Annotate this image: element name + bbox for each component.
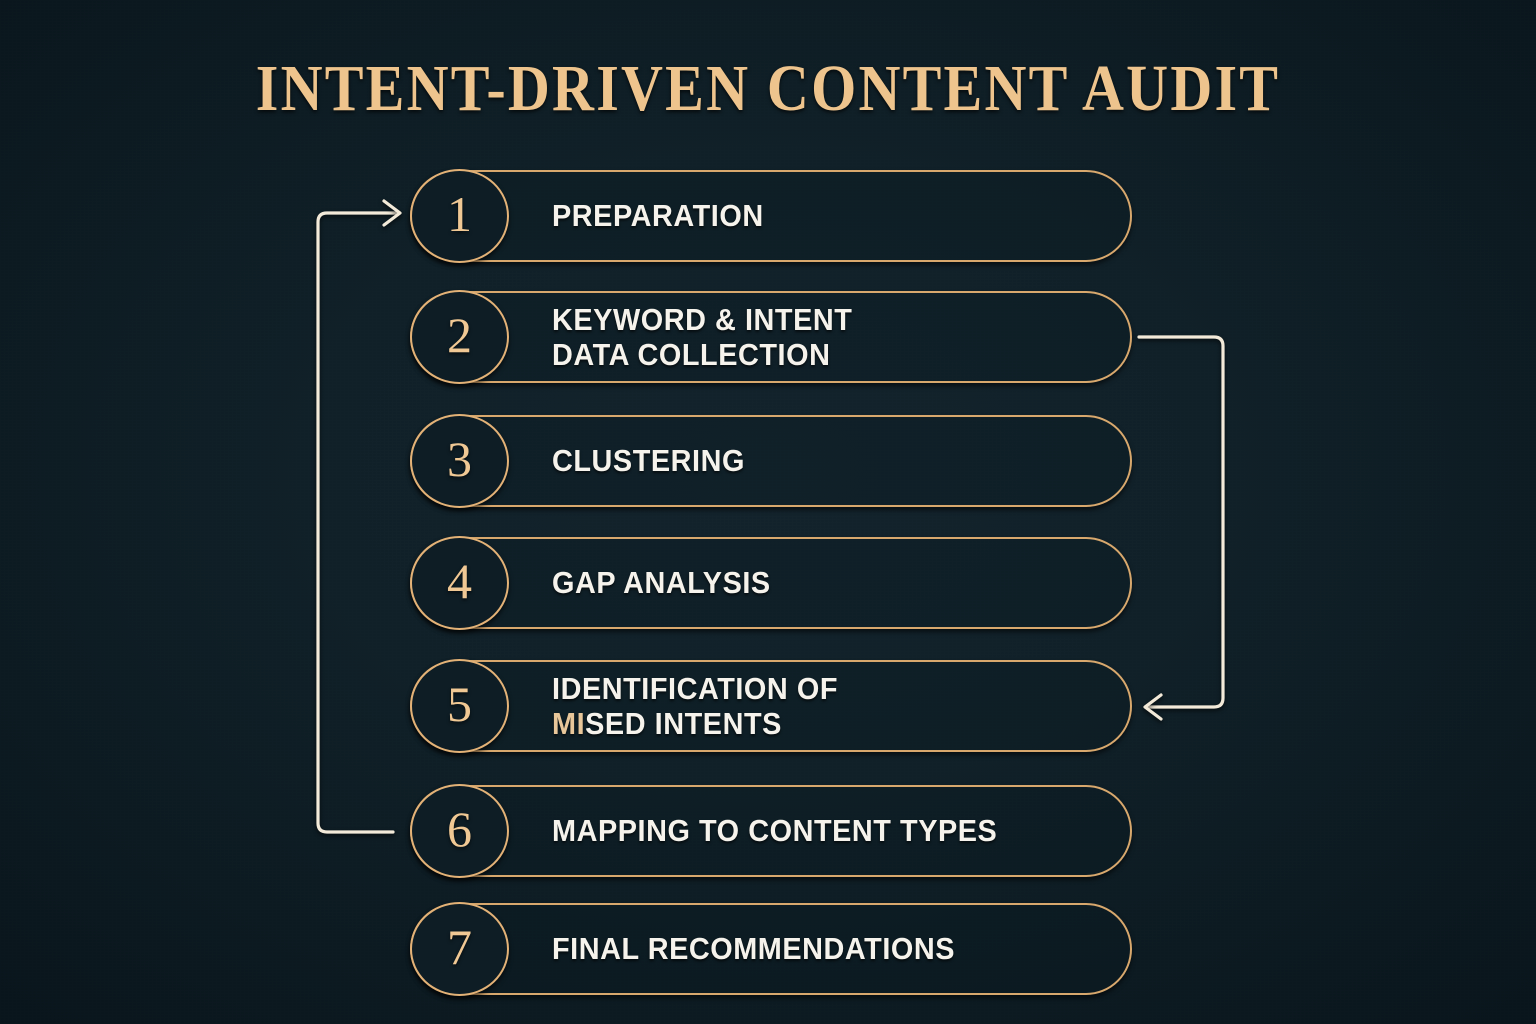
step-pill — [410, 415, 1132, 507]
step-number-circle: 5 — [410, 659, 509, 753]
step-label-line2-tinted: MI — [552, 706, 586, 741]
step-pill — [410, 785, 1132, 877]
step-label: KEYWORD & INTENT DATA COLLECTION — [552, 291, 852, 383]
step-number: 7 — [447, 919, 472, 975]
step-number-circle: 4 — [410, 536, 509, 630]
step-number-circle: 3 — [410, 414, 509, 508]
step-row-2[interactable]: 2 KEYWORD & INTENT DATA COLLECTION — [410, 290, 1132, 384]
step-label: MAPPING TO CONTENT TYPES — [552, 785, 997, 877]
step-number-circle: 1 — [410, 169, 509, 263]
page-title: INTENT-DRIVEN CONTENT AUDIT — [255, 52, 1281, 125]
step-label-line1: FINAL RECOMMENDATIONS — [552, 931, 956, 967]
step-pill — [410, 291, 1132, 383]
step-number-circle: 6 — [410, 784, 509, 878]
step-label-line1: IDENTIFICATION OF — [552, 670, 839, 706]
step-pill — [410, 903, 1132, 995]
step-number: 1 — [447, 186, 472, 242]
step-row-6[interactable]: 6 MAPPING TO CONTENT TYPES — [410, 784, 1132, 878]
step-label-line2-rest: SED INTENTS — [585, 706, 782, 741]
step-number: 2 — [447, 307, 472, 363]
step-label: CLUSTERING — [552, 415, 745, 507]
step-row-4[interactable]: 4 GAP ANALYSIS — [410, 536, 1132, 630]
step-number: 5 — [447, 676, 472, 732]
step-label-line1: GAP ANALYSIS — [552, 565, 771, 601]
step-number-circle: 7 — [410, 902, 509, 996]
step-number: 4 — [447, 553, 472, 609]
connector-step6-to-step1 — [316, 211, 399, 834]
arrowhead-into-step1 — [382, 199, 402, 227]
step-label-line2: DATA COLLECTION — [552, 337, 831, 372]
step-label-line1: MAPPING TO CONTENT TYPES — [552, 813, 998, 849]
step-row-5[interactable]: 5 IDENTIFICATION OF MISED INTENTS — [410, 659, 1132, 753]
step-label: FINAL RECOMMENDATIONS — [552, 903, 955, 995]
step-pill — [410, 170, 1132, 262]
connector-step2-to-step5 — [1137, 335, 1225, 709]
step-number: 6 — [447, 801, 472, 857]
step-label-line1: PREPARATION — [552, 198, 764, 234]
step-row-1[interactable]: 1 PREPARATION — [410, 169, 1132, 263]
step-label-line2: MISED INTENTS — [552, 706, 838, 741]
step-label-line1: CLUSTERING — [552, 443, 745, 479]
step-row-7[interactable]: 7 FINAL RECOMMENDATIONS — [410, 902, 1132, 996]
step-label-line1: KEYWORD & INTENT — [552, 301, 853, 337]
step-row-3[interactable]: 3 CLUSTERING — [410, 414, 1132, 508]
step-number: 3 — [447, 431, 472, 487]
step-label: GAP ANALYSIS — [552, 537, 771, 629]
step-number-circle: 2 — [410, 290, 509, 384]
arrowhead-into-step5 — [1143, 693, 1163, 721]
step-label: PREPARATION — [552, 170, 764, 262]
step-label: IDENTIFICATION OF MISED INTENTS — [552, 660, 838, 752]
step-pill — [410, 537, 1132, 629]
